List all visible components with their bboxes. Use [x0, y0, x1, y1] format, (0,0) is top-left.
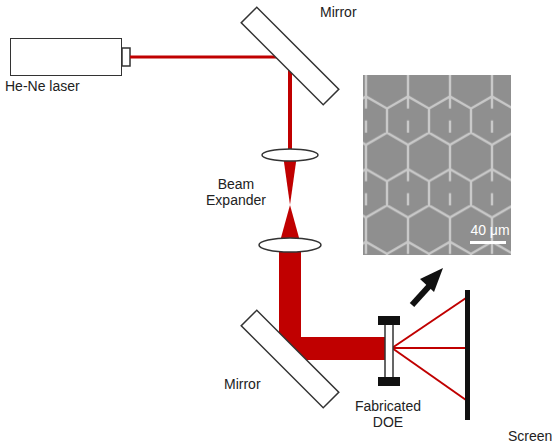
mirror: [241, 310, 339, 408]
converging-beam: [283, 155, 297, 205]
diffracted-beam: [392, 298, 466, 348]
component-label: Fabricated DOE: [350, 398, 426, 430]
laser-beam: [130, 56, 290, 59]
laser-box: He-Ne laser: [10, 38, 122, 76]
arrow-head: [420, 268, 443, 292]
sem-image: [363, 75, 511, 255]
diffracted-beam: [392, 348, 466, 400]
node-label: He-Ne laser: [5, 78, 80, 94]
doe-holder: [378, 377, 400, 386]
component-label: Beam Expander: [204, 176, 268, 208]
scale-bar: [470, 241, 506, 244]
diffracted-beam: [392, 347, 466, 349]
lens: [262, 149, 318, 161]
laser-nozzle: [122, 48, 130, 66]
mirror: [241, 7, 339, 105]
hexagon-pattern: [363, 75, 511, 255]
component-label: Mirror: [224, 376, 284, 392]
lens: [259, 238, 321, 252]
doe-holder: [378, 316, 400, 325]
component-label: Mirror: [320, 4, 380, 20]
component-label: 40 μm: [470, 222, 510, 238]
doe-plate: [385, 322, 393, 380]
screen: [465, 290, 470, 420]
component-label: Screen: [508, 428, 552, 444]
